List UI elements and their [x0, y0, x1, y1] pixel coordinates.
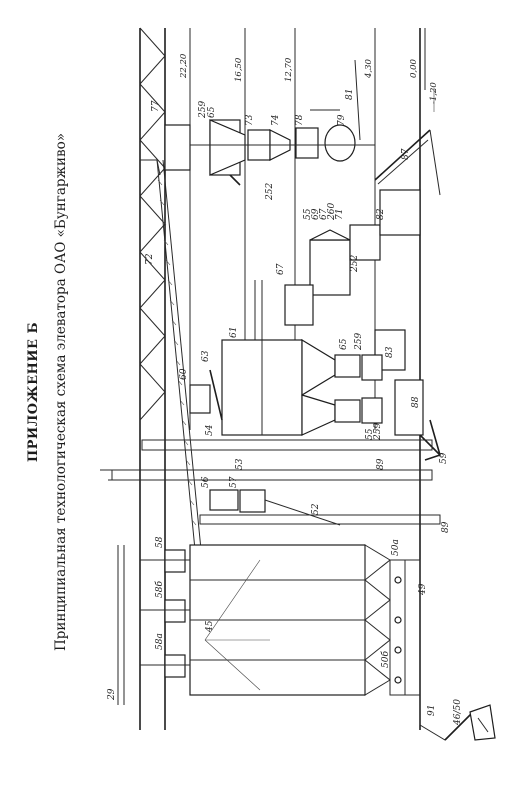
- level-mark: 16,50: [234, 57, 244, 82]
- equipment-82: [379, 189, 421, 236]
- elevator-52: [199, 489, 441, 526]
- equipment-88: [394, 379, 424, 436]
- equipment-58b: [164, 599, 186, 623]
- label: 71: [335, 209, 345, 220]
- label: 259: [373, 423, 383, 441]
- label: 67: [319, 208, 329, 220]
- label: 49: [418, 583, 428, 596]
- label: 58: [155, 536, 165, 548]
- equipment-60: [189, 384, 211, 414]
- elevator-54: [141, 439, 433, 451]
- label: 87: [401, 148, 411, 160]
- label: 50б: [380, 651, 391, 668]
- label: 252: [350, 255, 360, 273]
- level-mark: 12,70: [284, 57, 294, 82]
- label: 29: [107, 688, 117, 701]
- label: 65: [207, 106, 217, 118]
- label: 56: [201, 476, 211, 488]
- label: 83: [385, 346, 395, 358]
- level-mark: 0,00: [409, 58, 419, 78]
- label: 82: [376, 208, 386, 220]
- label: 259: [354, 333, 364, 351]
- level-mark: 22,20: [179, 53, 189, 79]
- elevators: [100, 439, 433, 481]
- label: 89: [376, 458, 386, 470]
- equipment-58a: [164, 654, 186, 678]
- equipment-56: [209, 489, 239, 511]
- label: 81: [345, 89, 355, 100]
- intake-pit: [444, 704, 496, 741]
- label: 72: [145, 253, 155, 265]
- label: 54: [205, 424, 215, 436]
- middle-equipment: [254, 129, 441, 371]
- label: 67: [276, 263, 286, 275]
- label: 63: [201, 350, 211, 362]
- label: 50а: [391, 539, 401, 556]
- equipment-78: [295, 127, 319, 159]
- top-equipment: [164, 59, 375, 186]
- trench-equipment: [394, 379, 441, 461]
- equipment-55: [309, 239, 351, 296]
- label: 59: [439, 452, 449, 464]
- label: 61: [229, 327, 239, 338]
- label: 57: [229, 476, 239, 488]
- storage-silos: [189, 544, 391, 696]
- equipment-57: [239, 489, 266, 513]
- label: 60: [179, 368, 189, 380]
- label: 74: [271, 114, 281, 126]
- label: 77: [151, 100, 161, 112]
- label: 53: [235, 458, 245, 470]
- equipment-58: [164, 549, 186, 573]
- label: 91: [427, 705, 437, 716]
- equipment-71: [349, 224, 381, 261]
- silo-61: [189, 338, 383, 436]
- label: 78: [295, 114, 305, 126]
- label: 55: [303, 208, 313, 220]
- equipment-79: [324, 124, 356, 162]
- label: 89: [441, 521, 451, 533]
- label: 79: [337, 114, 347, 126]
- label: 46/50: [453, 699, 463, 726]
- equipment-77: [164, 124, 191, 171]
- label: 52: [311, 503, 321, 515]
- level-markers: 22,20 16,50 12,70 4,30 0,00 -1,20: [179, 53, 439, 112]
- roof-truss: [139, 27, 166, 730]
- label: 88: [411, 396, 421, 408]
- elevator-53: [111, 469, 433, 481]
- distributors: [117, 545, 190, 705]
- label: 259: [198, 101, 208, 119]
- label: 55: [365, 428, 375, 440]
- label: 260: [327, 203, 337, 221]
- equipment-labels: 77 259 65 73 74 78 79 81 252 72 55 69 67…: [107, 89, 463, 726]
- label: 45: [205, 620, 215, 633]
- label: 65: [339, 338, 349, 350]
- label: 73: [245, 114, 255, 126]
- equipment-67: [284, 284, 314, 326]
- label: 58а: [155, 633, 165, 650]
- label: 69: [311, 208, 321, 220]
- label: 58б: [154, 581, 165, 598]
- label: 252: [265, 183, 275, 201]
- level-mark: 4,30: [364, 58, 374, 79]
